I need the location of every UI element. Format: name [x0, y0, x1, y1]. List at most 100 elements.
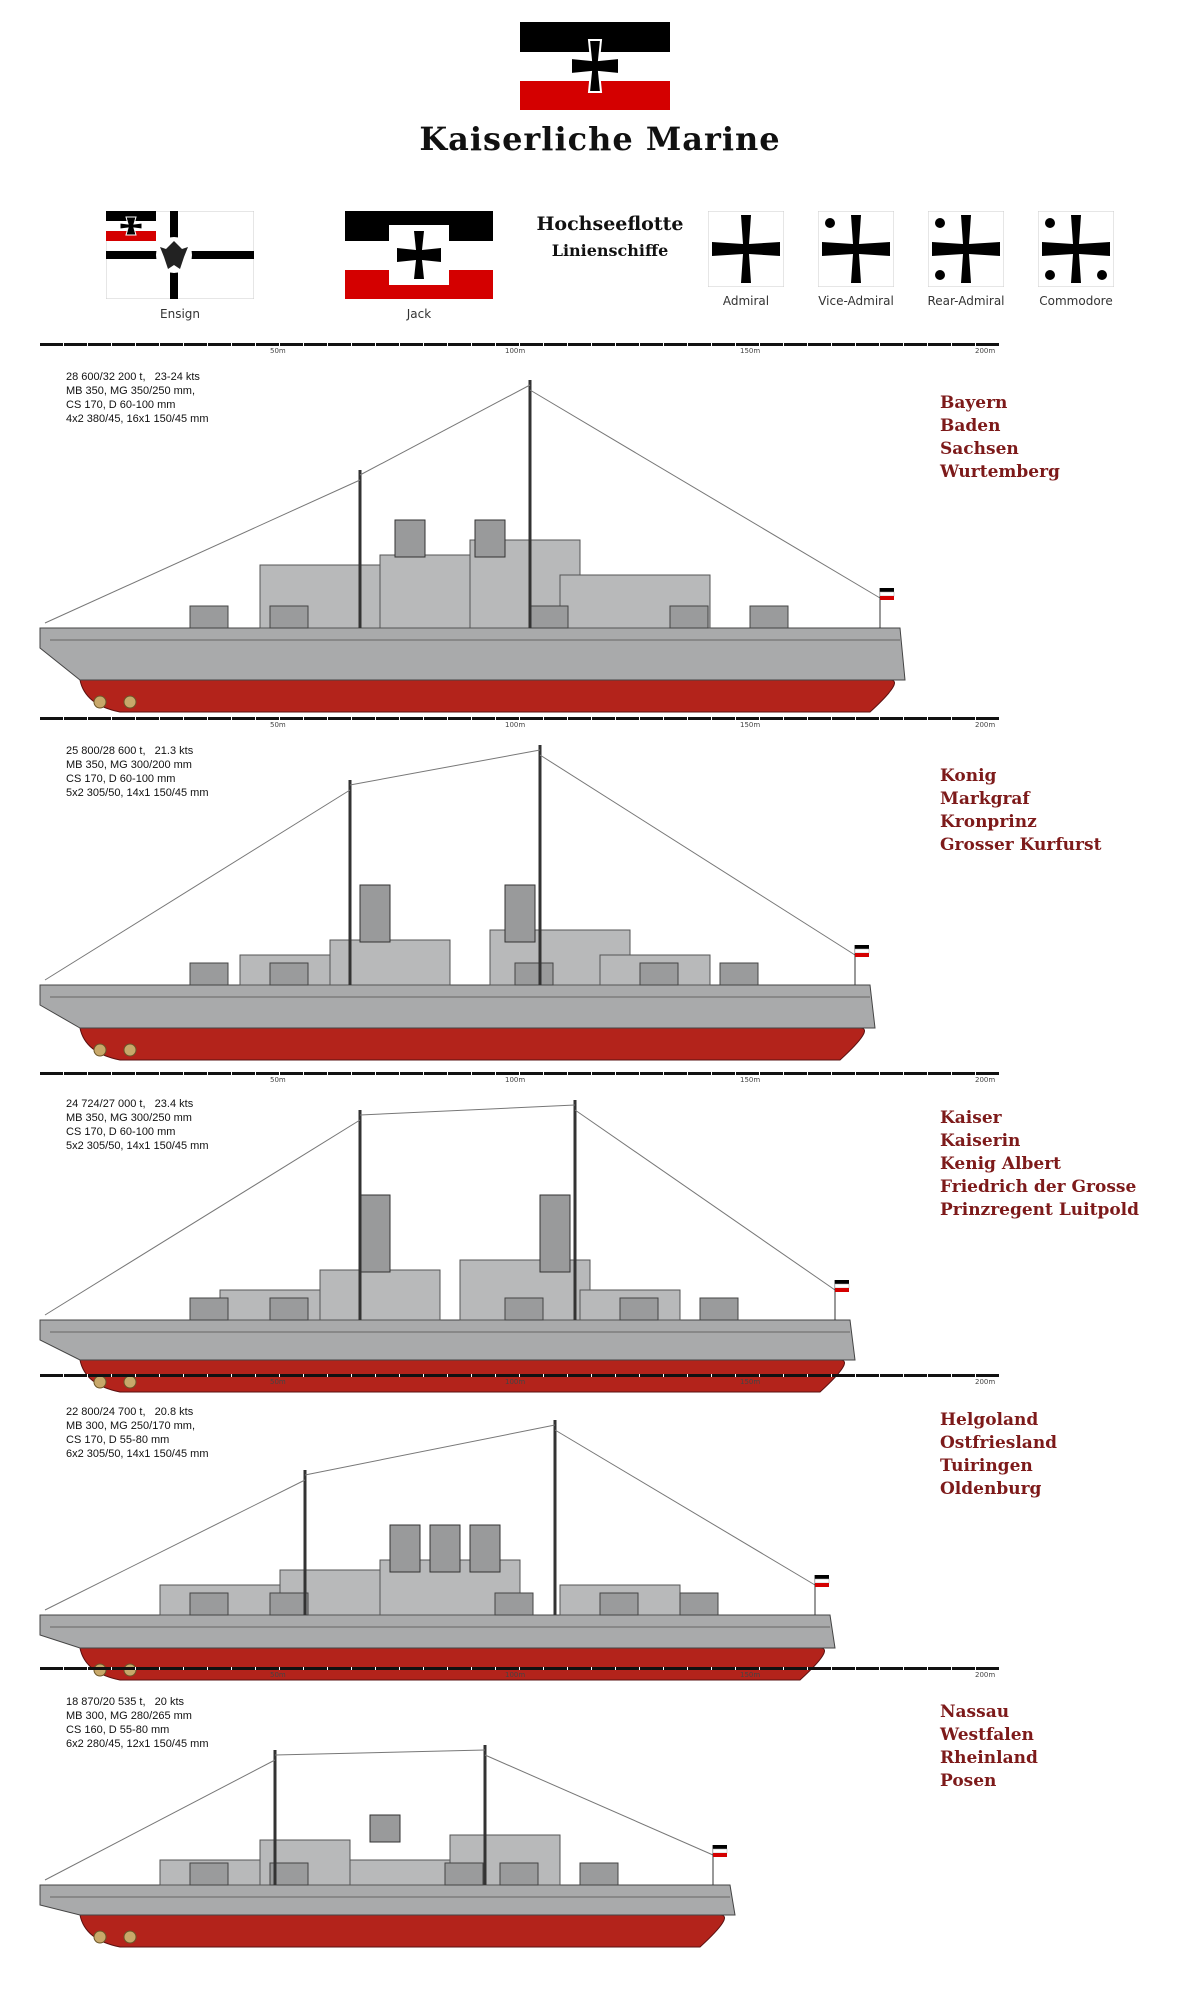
- scale-tick-label: 50m: [270, 1671, 286, 1679]
- vice-admiral-label: Vice-Admiral: [818, 294, 894, 308]
- fleet-line-1: Hochseeflotte: [536, 213, 684, 235]
- rigging: [539, 754, 856, 956]
- gun-turret: [269, 1592, 309, 1616]
- scale-bar: [40, 1374, 1000, 1377]
- ship-name: Bayern: [940, 393, 1008, 413]
- scale-tick-label: 50m: [270, 1076, 286, 1084]
- ensign-label: Ensign: [160, 307, 200, 321]
- gun-turret: [189, 1297, 229, 1321]
- gun-turret: [639, 962, 679, 986]
- ship-name: Prinzregent Luitpold: [940, 1200, 1140, 1220]
- propeller: [93, 1930, 107, 1944]
- propeller: [93, 1043, 107, 1057]
- stern-flag-icon: [815, 1583, 829, 1587]
- hull-underwater: [79, 1647, 825, 1681]
- stern-flag-icon: [880, 588, 894, 592]
- jack-flag-icon: [345, 211, 493, 299]
- stern-flag-icon: [855, 945, 869, 949]
- funnel: [369, 1814, 401, 1843]
- ship-name: Wurtemberg: [940, 462, 1060, 482]
- top-flag-icon: [520, 22, 670, 110]
- scale-bar: [40, 1667, 1000, 1670]
- ensign-flag-icon: [106, 211, 254, 299]
- ship-name: Kaiserin: [940, 1131, 1021, 1151]
- hull-underwater: [79, 1027, 865, 1061]
- class-specs: 22 800/24 700 t, 20.8 kts MB 300, MG 250…: [66, 1406, 209, 1460]
- scale-tick-label: 150m: [740, 1671, 761, 1679]
- ship-name: Kenig Albert: [940, 1154, 1062, 1174]
- admiral-label: Admiral: [722, 294, 770, 308]
- ship-name: Rheinland: [940, 1748, 1038, 1768]
- ship-name: Posen: [940, 1771, 997, 1791]
- scale-bar: [40, 343, 1000, 346]
- funnel: [359, 1194, 391, 1273]
- scale-tick-label: 50m: [270, 347, 286, 355]
- ship-name: Nassau: [940, 1702, 1010, 1722]
- gun-turret: [189, 962, 229, 986]
- ship-name: Sachsen: [940, 439, 1019, 459]
- scale-tick-label: 50m: [270, 721, 286, 729]
- funnel: [429, 1524, 461, 1573]
- vice-admiral-flag-icon: [818, 211, 894, 287]
- hull-underwater: [79, 679, 895, 713]
- gun-turret: [269, 605, 309, 629]
- stern-flag-icon: [713, 1853, 727, 1857]
- hull-underwater: [79, 1914, 725, 1948]
- rigging: [484, 1754, 714, 1856]
- ship-name: Ostfriesland: [940, 1433, 1058, 1453]
- superstructure: [319, 1269, 441, 1321]
- stern-flag-icon: [835, 1280, 849, 1284]
- gun-turret: [189, 1592, 229, 1616]
- class-specs: 24 724/27 000 t, 23.4 kts MB 350, MG 300…: [66, 1098, 209, 1152]
- gun-turret: [494, 1592, 534, 1616]
- rear-admiral-flag-icon: [928, 211, 1004, 287]
- gun-turret: [514, 962, 554, 986]
- stern-flag-icon: [713, 1845, 727, 1849]
- funnel: [469, 1524, 501, 1573]
- gun-turret: [269, 1862, 309, 1886]
- gun-turret: [269, 962, 309, 986]
- scale-tick-label: 200m: [975, 347, 996, 355]
- scale-bar: [40, 717, 1000, 720]
- stern-flag-icon: [815, 1575, 829, 1579]
- commodore-label: Commodore: [1039, 294, 1113, 308]
- funnel: [504, 884, 536, 943]
- admiral-flag-icon: [708, 211, 784, 287]
- stern-flag-icon: [835, 1288, 849, 1292]
- scale-tick-label: 200m: [975, 1671, 996, 1679]
- stern-flag-icon: [712, 1848, 728, 1854]
- gun-turret: [499, 1862, 539, 1886]
- class-specs: 18 870/20 535 t, 20 kts MB 300, MG 280/2…: [66, 1696, 209, 1750]
- hull-side: [39, 1884, 736, 1916]
- scale-bar: [40, 1072, 1000, 1075]
- scale-tick-label: 200m: [975, 1076, 996, 1084]
- gun-turret: [749, 605, 789, 629]
- rigging: [574, 1109, 836, 1291]
- stern-flag-icon: [855, 953, 869, 957]
- class-specs: 28 600/32 200 t, 23-24 kts MB 350, MG 35…: [66, 371, 209, 425]
- propeller: [123, 1930, 137, 1944]
- rigging: [44, 789, 351, 981]
- ship-name: Helgoland: [940, 1410, 1039, 1430]
- scale-tick-label: 100m: [505, 1671, 526, 1679]
- gun-turret: [599, 1592, 639, 1616]
- rigging: [304, 1424, 556, 1476]
- rear-admiral-label: Rear-Admiral: [927, 294, 1005, 308]
- gun-turret: [189, 1862, 229, 1886]
- rigging: [44, 1759, 276, 1881]
- page-title: Kaiserliche Marine: [419, 120, 781, 158]
- superstructure: [349, 1859, 461, 1886]
- ship-name: Grosser Kurfurst: [940, 835, 1102, 855]
- scale-tick-label: 150m: [740, 1076, 761, 1084]
- ship-name: Kaiser: [940, 1108, 1002, 1128]
- commodore-flag-icon: [1038, 211, 1114, 287]
- scale-tick-label: 200m: [975, 721, 996, 729]
- scale-tick-label: 150m: [740, 721, 761, 729]
